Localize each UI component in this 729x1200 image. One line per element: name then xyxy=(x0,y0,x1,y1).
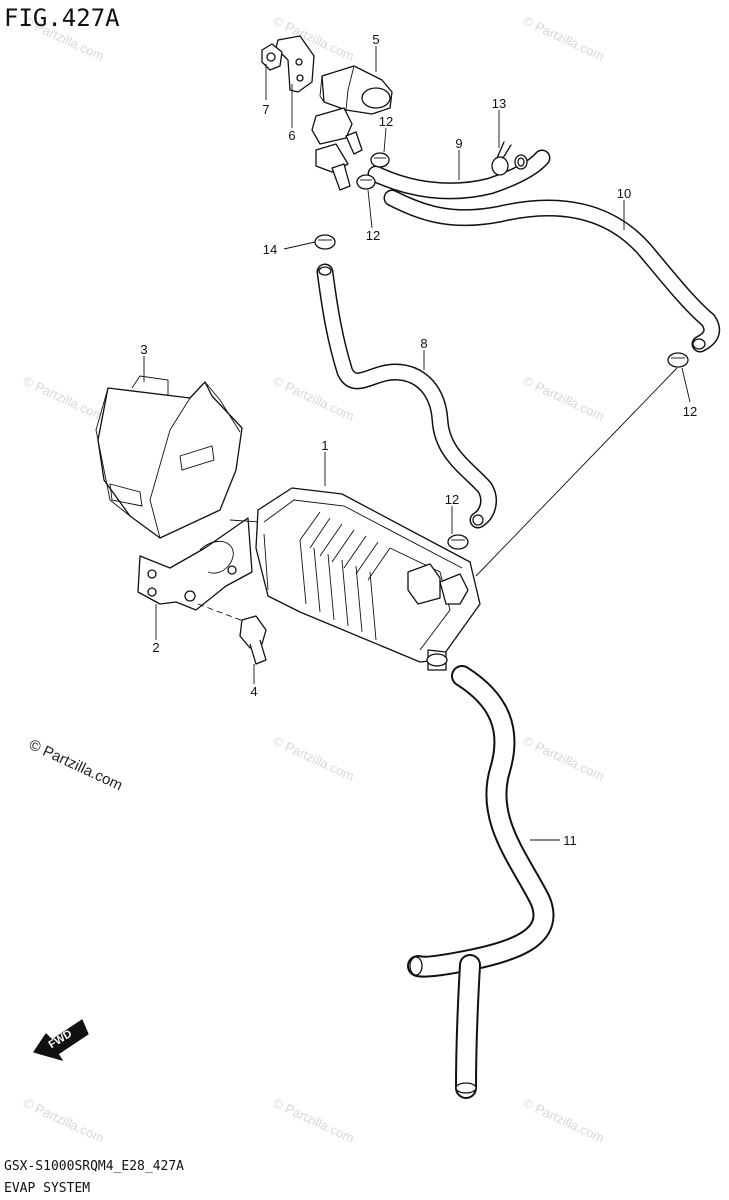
callout-13: 13 xyxy=(492,96,506,111)
callout-12: 12 xyxy=(445,492,459,507)
watermark: © Partzilla.com xyxy=(271,1095,357,1146)
bolt-4 xyxy=(197,603,267,665)
clip-13 xyxy=(491,141,512,176)
leader-lines xyxy=(143,46,691,841)
callout-1: 1 xyxy=(321,438,328,453)
hose-10 xyxy=(383,189,721,353)
figure-code: FIG.427A xyxy=(4,4,120,32)
watermark: © Partzilla.com xyxy=(521,373,607,424)
model-code: GSX-S1000SRQM4_E28_427A xyxy=(4,1159,184,1174)
cover-3 xyxy=(95,375,243,539)
watermark: © Partzilla.com xyxy=(21,373,107,424)
callout-12: 12 xyxy=(379,114,393,129)
callout-14: 14 xyxy=(263,242,277,257)
clamp-12 xyxy=(667,352,689,368)
watermark: © Partzilla.com xyxy=(271,733,357,784)
hose-8 xyxy=(316,263,497,529)
nut-7 xyxy=(261,43,283,71)
watermark: © Partzilla.com xyxy=(21,1095,107,1146)
purge-valve-5 xyxy=(311,65,393,191)
callout-2: 2 xyxy=(152,640,159,655)
clamp-12 xyxy=(356,174,376,190)
callout-8: 8 xyxy=(420,336,427,351)
watermark: © Partzilla.com xyxy=(521,1095,607,1146)
callout-6: 6 xyxy=(288,128,295,143)
callout-4: 4 xyxy=(250,684,257,699)
canister-1 xyxy=(255,487,481,671)
callout-10: 10 xyxy=(617,186,631,201)
hose-11 xyxy=(407,665,555,1099)
callout-12: 12 xyxy=(366,228,380,243)
clamp-12 xyxy=(370,152,390,168)
callout-12: 12 xyxy=(683,404,697,419)
clamp-12 xyxy=(447,534,469,550)
watermark-logo: © Partzilla.com xyxy=(26,736,125,794)
guide-line xyxy=(475,367,678,577)
callout-7: 7 xyxy=(262,102,269,117)
bracket-6 xyxy=(275,35,315,93)
callout-5: 5 xyxy=(372,32,379,47)
section-title: EVAP SYSTEM xyxy=(4,1181,90,1196)
callout-11: 11 xyxy=(563,833,577,848)
hose-9 xyxy=(367,149,551,200)
bracket-2 xyxy=(137,517,261,611)
callout-3: 3 xyxy=(140,342,147,357)
watermark: © Partzilla.com xyxy=(521,13,607,64)
fwd-arrow: FWD xyxy=(33,1019,89,1061)
clamp-14 xyxy=(314,234,336,250)
callouts: 1 2 3 4 5 6 7 8 9 10 11 12 12 12 12 13 1… xyxy=(140,32,697,848)
watermark: © Partzilla.com xyxy=(521,733,607,784)
callout-9: 9 xyxy=(455,136,462,151)
